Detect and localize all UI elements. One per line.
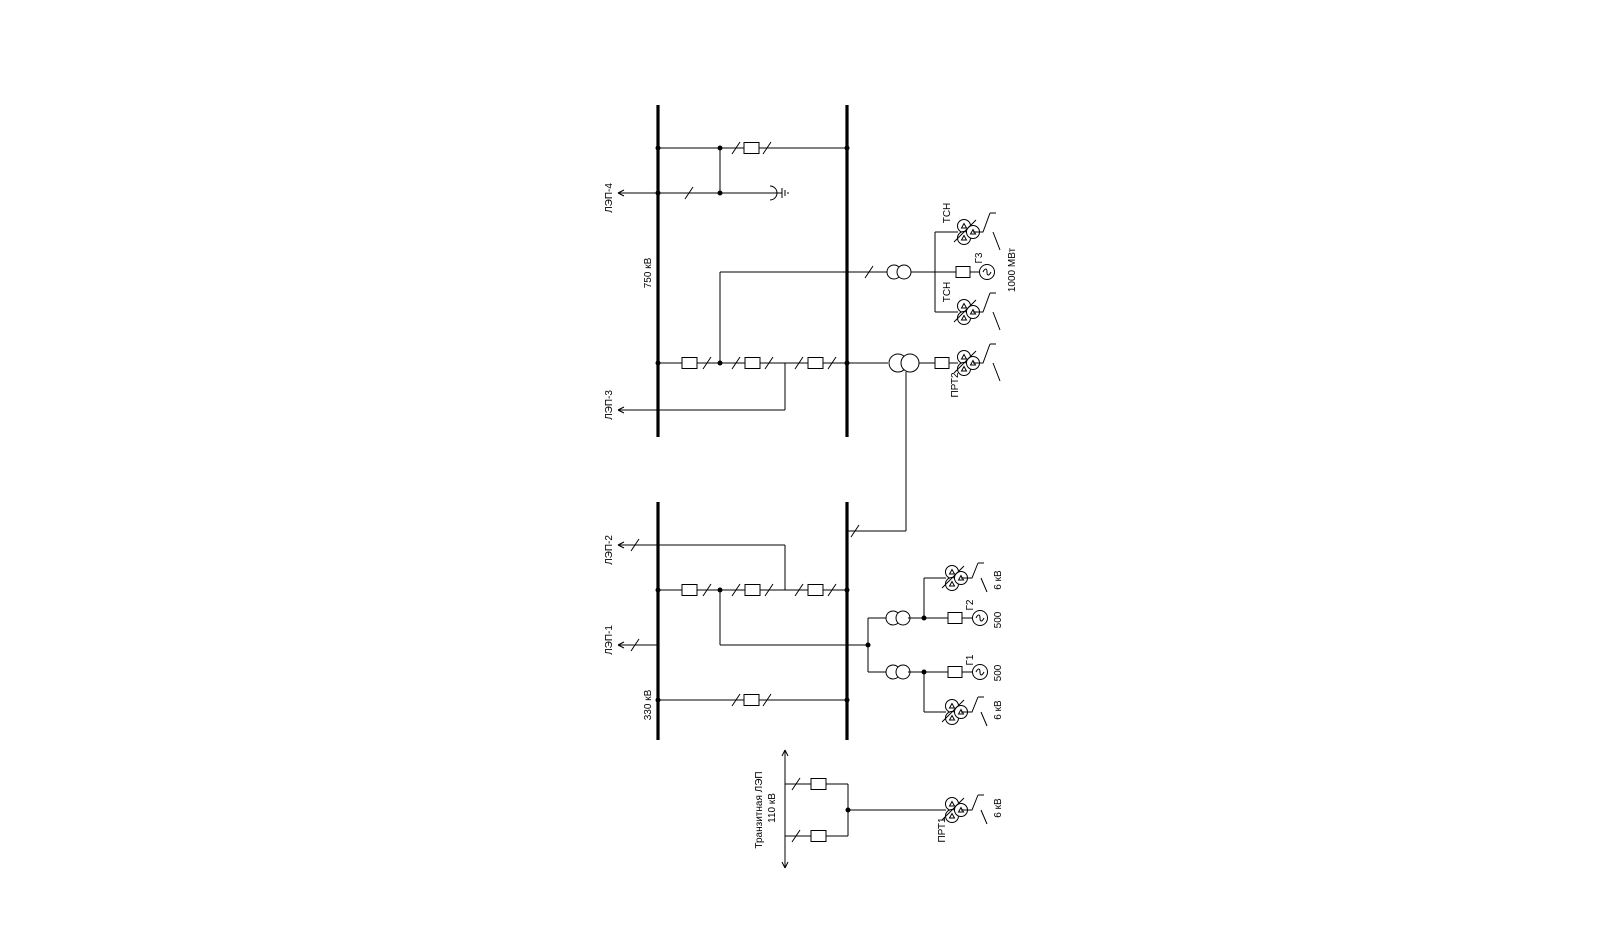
label-tsn-bottom: ТСН (942, 282, 953, 303)
label-prt1: ПРТ1 (937, 817, 948, 843)
label-lep1: ЛЭП-1 (604, 625, 615, 655)
tie-750-330 (847, 524, 906, 538)
unit-prt2 (847, 343, 1001, 531)
unit-g1 (868, 664, 988, 727)
unit-g3 (719, 212, 1001, 363)
unit-g2 (867, 562, 988, 672)
label-tsn-top: ТСН (942, 203, 953, 224)
label-g2-power: 500 (993, 611, 1004, 628)
line-lep4 (617, 185, 789, 201)
label-g1: Г1 (965, 654, 976, 665)
label-g2: Г2 (965, 599, 976, 610)
label-prt2: ПРТ2 (950, 372, 961, 398)
label-lep2: ЛЭП-2 (604, 535, 615, 565)
label-lep4: ЛЭП-4 (604, 183, 615, 213)
bay-750-top (655, 141, 850, 193)
label-750kv: 750 кВ (643, 257, 654, 288)
bay-750-lep3 (617, 356, 850, 414)
bay-330-bottom (655, 693, 850, 707)
line-lep2 (617, 538, 786, 590)
label-6kv-prt1: 6 кВ (993, 798, 1004, 818)
label-g3-power: 1000 МВт (1007, 247, 1018, 292)
bay-330-middle (655, 583, 871, 648)
label-6kv-g1: 6 кВ (993, 700, 1004, 720)
line-lep1 (617, 638, 658, 652)
label-330kv: 330 кВ (643, 689, 654, 720)
label-transit-line2: 110 кВ (767, 793, 778, 823)
transit-110 (781, 749, 988, 869)
label-g1-power: 500 (993, 664, 1004, 681)
label-g3: Г3 (974, 252, 985, 263)
label-transit-line1: Транзитная ЛЭП (754, 771, 765, 848)
label-6kv-g2: 6 кВ (993, 570, 1004, 590)
label-lep3: ЛЭП-3 (604, 390, 615, 420)
